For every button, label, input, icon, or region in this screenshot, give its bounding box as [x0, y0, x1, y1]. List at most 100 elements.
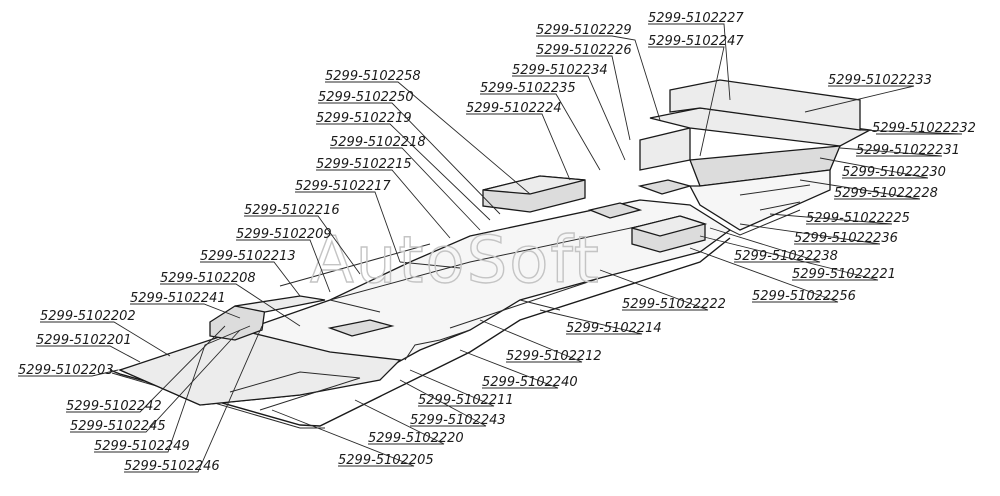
- leader-2232: [859, 129, 963, 135]
- leader-2229: [536, 35, 661, 121]
- leader-2219: [316, 123, 491, 221]
- label-5299-51022236: 5299-51022236: [794, 231, 898, 246]
- label-5299-5102212: 5299-5102212: [506, 349, 602, 364]
- label-5299-5102240: 5299-5102240: [482, 375, 578, 390]
- label-5299-5102202: 5299-5102202: [40, 309, 136, 324]
- right-low-block-top: [629, 215, 708, 237]
- label-5299-5102258: 5299-5102258: [325, 69, 421, 84]
- leader-2231: [839, 147, 943, 157]
- leader-2226: [536, 55, 631, 141]
- label-5299-5102216: 5299-5102216: [244, 203, 340, 218]
- leader-2213: [200, 261, 301, 297]
- label-5299-51022225: 5299-51022225: [806, 211, 910, 226]
- leader-2242: [66, 325, 226, 413]
- leader-2212: [479, 319, 583, 363]
- leader-2243: [399, 379, 487, 427]
- label-5299-5102235: 5299-5102235: [480, 81, 576, 96]
- label-5299-5102217: 5299-5102217: [295, 179, 391, 194]
- leader-2250: [318, 102, 501, 215]
- label-5299-5102249: 5299-5102249: [94, 439, 190, 454]
- label-5299-5102215: 5299-5102215: [316, 157, 412, 172]
- leader-2247: [648, 46, 725, 157]
- part-labels: 5299-5102258 5299-5102250 5299-5102219 5…: [18, 11, 976, 474]
- leader-2211: [409, 369, 495, 407]
- leader-2209: [236, 239, 331, 293]
- leader-2220: [354, 399, 445, 445]
- leader-2230: [819, 157, 929, 179]
- label-5299-51022222: 5299-51022222: [622, 297, 726, 312]
- leader-2224: [466, 113, 571, 181]
- leader-2222: [599, 269, 709, 311]
- label-5299-5102224: 5299-5102224: [466, 101, 562, 116]
- leader-2228: [799, 179, 921, 200]
- label-5299-5102213: 5299-5102213: [200, 249, 296, 264]
- leader-2205: [271, 409, 415, 467]
- leader-2216: [244, 215, 361, 275]
- leader-2256: [689, 247, 839, 303]
- leader-2246: [124, 325, 263, 473]
- seam-c: [329, 261, 561, 313]
- left-step-top: [234, 295, 326, 313]
- rear-step-1: [639, 127, 691, 171]
- leader-2240: [459, 349, 559, 389]
- label-5299-5102211: 5299-5102211: [418, 393, 514, 408]
- label-5299-5102245: 5299-5102245: [70, 419, 166, 434]
- label-5299-5102208: 5299-5102208: [160, 271, 256, 286]
- label-5299-5102209: 5299-5102209: [236, 227, 332, 242]
- leader-2236: [739, 223, 881, 245]
- leader-2245: [70, 329, 241, 433]
- seam-b: [404, 277, 601, 361]
- label-5299-5102205: 5299-5102205: [338, 453, 434, 468]
- label-5299-5102219: 5299-5102219: [316, 111, 412, 126]
- label-5299-5102229: 5299-5102229: [536, 23, 632, 38]
- label-5299-5102227: 5299-5102227: [648, 11, 744, 26]
- leader-2203: [18, 369, 119, 377]
- label-5299-51022221: 5299-51022221: [792, 267, 896, 282]
- label-5299-5102201: 5299-5102201: [36, 333, 132, 348]
- watermark-text: AutoSoft: [310, 224, 601, 298]
- seam-a: [279, 225, 641, 301]
- leader-2208: [160, 283, 301, 327]
- label-5299-51022233: 5299-51022233: [828, 73, 932, 88]
- leader-2258: [325, 81, 531, 195]
- label-5299-5102220: 5299-5102220: [368, 431, 464, 446]
- leader-2249: [94, 325, 251, 453]
- label-5299-5102242: 5299-5102242: [66, 399, 162, 414]
- leader-2233: [804, 85, 915, 113]
- label-5299-51022256: 5299-51022256: [752, 289, 856, 304]
- right-hatch: [637, 179, 693, 195]
- label-5299-51022238: 5299-51022238: [734, 249, 838, 264]
- leader-2217: [295, 191, 401, 263]
- front-plate-inner: [229, 371, 361, 411]
- label-5299-51022228: 5299-51022228: [834, 186, 938, 201]
- rear-platform-lines: [729, 184, 811, 236]
- leader-2235: [480, 93, 601, 171]
- label-5299-51022231: 5299-51022231: [856, 143, 960, 158]
- leader-2234: [512, 75, 626, 161]
- label-5299-51022232: 5299-51022232: [872, 121, 976, 136]
- label-5299-5102250: 5299-5102250: [318, 90, 414, 105]
- label-5299-5102226: 5299-5102226: [536, 43, 632, 58]
- center-hatch: [587, 202, 643, 219]
- front-plate: [118, 329, 402, 406]
- leader-2201: [36, 345, 141, 363]
- label-5299-51022230: 5299-51022230: [842, 165, 946, 180]
- left-hatch: [327, 319, 395, 337]
- leader-2227: [648, 23, 731, 101]
- center-box-top: [482, 175, 586, 195]
- label-5299-5102246: 5299-5102246: [124, 459, 220, 474]
- floor-drawing: [109, 79, 873, 429]
- label-5299-5102241: 5299-5102241: [130, 291, 226, 306]
- leader-2238: [709, 227, 821, 263]
- label-5299-5102247: 5299-5102247: [648, 34, 744, 49]
- rear-platform: [688, 169, 831, 231]
- leader-lines: [18, 23, 963, 473]
- label-5299-5102203: 5299-5102203: [18, 363, 114, 378]
- leader-2215: [316, 169, 451, 239]
- leader-2202: [40, 321, 171, 357]
- label-5299-5102218: 5299-5102218: [330, 135, 426, 150]
- leader-2214: [539, 309, 643, 335]
- label-5299-5102243: 5299-5102243: [410, 413, 506, 428]
- label-5299-5102234: 5299-5102234: [512, 63, 608, 78]
